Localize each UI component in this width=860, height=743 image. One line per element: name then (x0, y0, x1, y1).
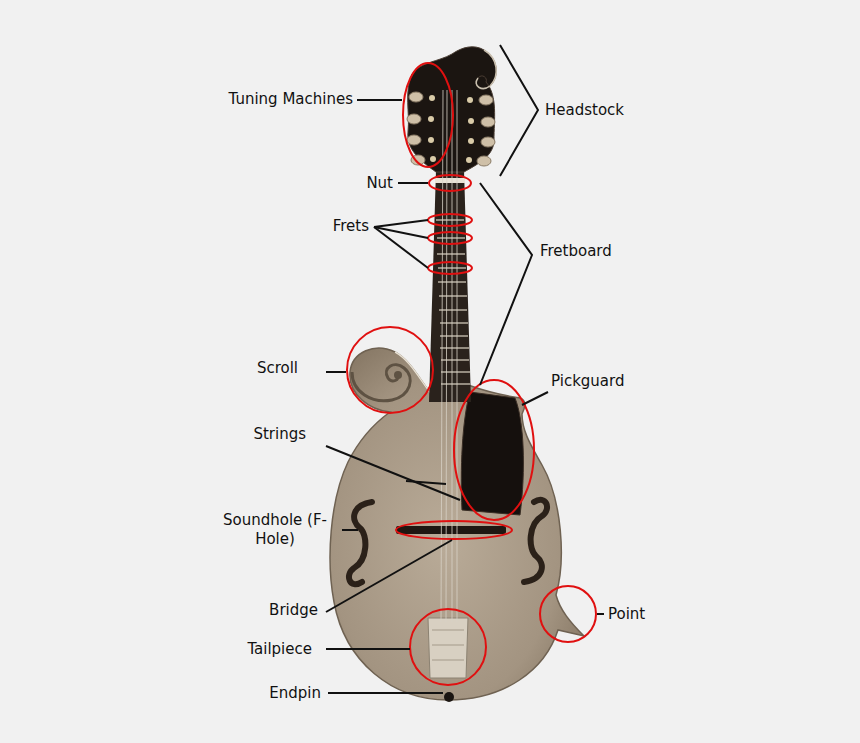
part-label: Endpin (269, 684, 321, 703)
part-label: Nut (366, 174, 393, 193)
part-label: Scroll (257, 359, 298, 378)
part-label: Tailpiece (247, 640, 312, 659)
part-label: Pickguard (551, 372, 624, 391)
part-label: Strings (253, 425, 306, 444)
part-label: Fretboard (540, 242, 612, 261)
part-label: Headstock (545, 101, 624, 120)
part-label: Soundhole (F-Hole) (214, 511, 336, 549)
part-label: Tuning Machines (229, 90, 353, 109)
part-label: Frets (333, 217, 369, 236)
part-label: Point (608, 605, 645, 624)
part-label: Bridge (269, 601, 318, 620)
